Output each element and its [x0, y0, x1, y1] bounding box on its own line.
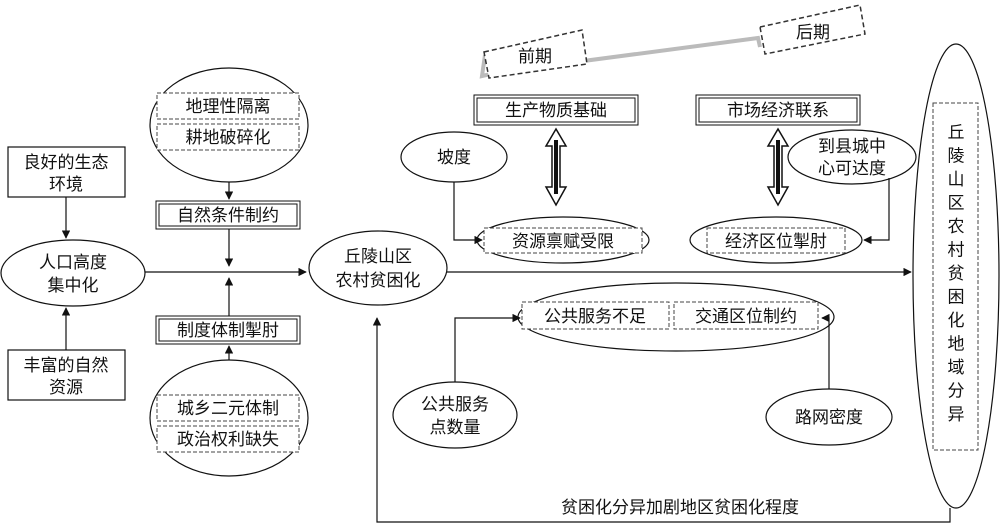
- resources-line2: 资源: [49, 378, 83, 398]
- spatial-diff-char: 异: [948, 405, 965, 425]
- natural-factors-ellipse: 地理性隔离 耕地破碎化: [149, 67, 309, 183]
- arrow-access-to-econ: [863, 178, 890, 245]
- phase-banner: 前期 后期: [479, 4, 866, 79]
- spatial-diff-char: 化: [948, 311, 965, 331]
- double-arrow-right: [766, 127, 790, 207]
- market-link-box: 市场经济联系: [695, 94, 861, 126]
- institutional-constraint-label: 制度体制掣肘: [177, 321, 279, 341]
- spatial-diff-char: 山: [948, 170, 965, 190]
- road-density-label: 路网密度: [795, 408, 863, 428]
- spatial-diff-char: 村: [948, 241, 965, 261]
- poverty-line1: 丘陵山区: [344, 247, 412, 267]
- natural-resources-box: 丰富的自然 资源: [7, 349, 126, 401]
- spatial-diff-char: 域: [948, 358, 965, 378]
- phase-late-label: 后期: [796, 23, 830, 43]
- poverty-line2: 农村贫困化: [336, 271, 421, 291]
- resource-limit-ellipse: 资源禀赋受限: [476, 216, 650, 264]
- service-points-ellipse: 公共服务 点数量: [392, 381, 518, 449]
- spatial-diff-char: 地: [948, 335, 965, 355]
- econ-location-ellipse: 经济区位掣肘: [689, 216, 863, 264]
- arrow-road-density: [821, 313, 830, 389]
- institutional-constraint-box: 制度体制掣肘: [155, 315, 301, 345]
- production-base-label: 生产物质基础: [505, 101, 607, 121]
- natural-constraint-label: 自然条件制约: [177, 206, 279, 226]
- arrow-slope-to-resource: [453, 182, 483, 245]
- natural-constraint-box: 自然条件制约: [155, 200, 301, 230]
- road-density-ellipse: 路网密度: [765, 388, 893, 446]
- market-link-label: 市场经济联系: [727, 101, 829, 121]
- eco-environment-box: 良好的生态 环境: [7, 146, 126, 198]
- county-access-line1: 到县城中: [818, 137, 886, 157]
- population-line2: 集中化: [48, 276, 99, 296]
- feedback-label: 贫困化分异加剧地区贫困化程度: [561, 498, 799, 518]
- population-ellipse: 人口高度 集中化: [0, 239, 146, 307]
- connectors: [61, 178, 951, 523]
- slope-label: 坡度: [437, 148, 471, 168]
- production-base-box: 生产物质基础: [473, 94, 639, 126]
- spatial-diff-char: 困: [948, 288, 965, 308]
- resource-limit-label: 资源禀赋受限: [512, 231, 614, 252]
- county-access-ellipse: 到县城中 心可达度: [787, 129, 917, 185]
- population-line1: 人口高度: [39, 253, 107, 273]
- feedback-loop: [372, 317, 951, 523]
- spatial-diff-char: 区: [948, 194, 965, 214]
- eco-line2: 环境: [49, 175, 83, 195]
- resources-line1: 丰富的自然: [24, 356, 109, 376]
- farmland-label: 耕地破碎化: [186, 128, 271, 148]
- county-access-line2: 心可达度: [818, 159, 886, 179]
- service-points-line1: 公共服务: [421, 395, 489, 415]
- econ-location-label: 经济区位掣肘: [725, 232, 827, 252]
- spatial-diff-char: 陵: [948, 147, 965, 167]
- urban-rural-label: 城乡二元体制: [177, 399, 279, 419]
- slope-ellipse: 坡度: [400, 131, 508, 183]
- service-points-line2: 点数量: [430, 418, 481, 438]
- spatial-diff-char: 分: [948, 382, 965, 402]
- eco-line1: 良好的生态: [24, 153, 109, 173]
- double-arrow-left: [544, 127, 568, 207]
- arrow-service-points: [454, 313, 521, 382]
- spatial-diff-char: 农: [948, 217, 965, 237]
- public-service-lack-label: 公共服务不足: [544, 307, 646, 327]
- traffic-constraint-label: 交通区位制约: [695, 307, 797, 327]
- rural-poverty-ellipse: 丘陵山区 农村贫困化: [308, 230, 448, 306]
- spatial-diff-char: 丘: [948, 123, 965, 143]
- geo-isolation-label: 地理性隔离: [186, 97, 271, 117]
- institutional-factors-ellipse: 城乡二元体制 政治权利缺失: [149, 359, 309, 477]
- phase-early-label: 前期: [518, 47, 552, 67]
- spatial-diff-char: 贫: [948, 264, 965, 284]
- service-traffic-ellipse: 公共服务不足 交通区位制约: [517, 282, 835, 352]
- political-rights-label: 政治权利缺失: [177, 430, 279, 450]
